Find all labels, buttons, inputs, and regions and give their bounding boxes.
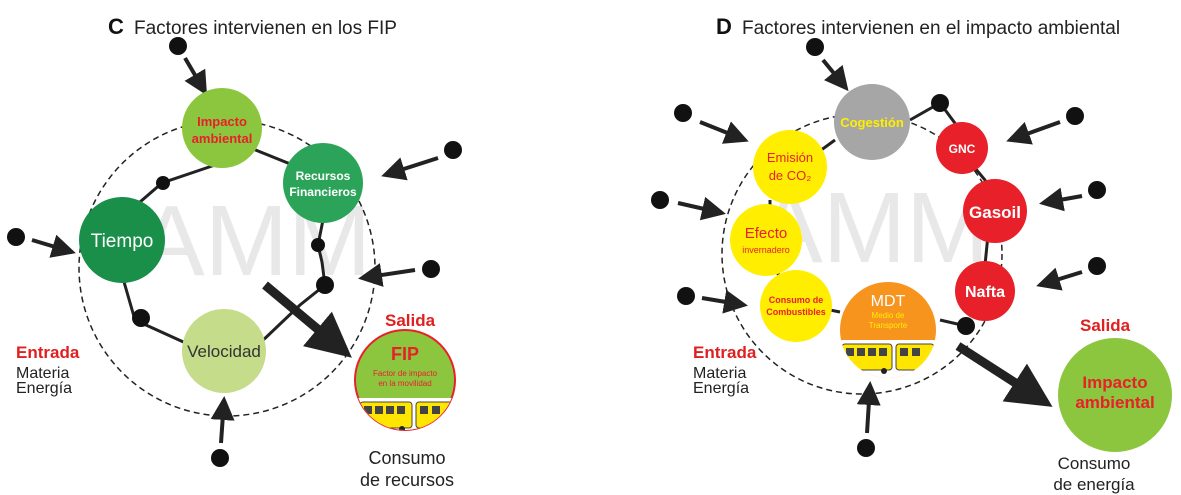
panel-d-letter: D (716, 14, 732, 39)
fip-title: FIP (391, 344, 419, 364)
svg-text:de CO₂: de CO₂ (769, 168, 812, 183)
svg-text:GNC: GNC (949, 142, 976, 156)
arrow-icon (1036, 267, 1083, 291)
svg-text:Consumo de: Consumo de (769, 295, 824, 305)
node-efecto-invernadero: Efecto invernadero (730, 204, 802, 276)
arrow-icon (1006, 120, 1061, 145)
node-nafta: Nafta (955, 261, 1015, 321)
svg-text:Factor de impacto: Factor de impacto (373, 369, 438, 378)
fip-output-node: FIP Factor de impacto en la movilidad (354, 329, 456, 431)
black-dot-icon (677, 287, 695, 305)
panel-c-letter: C (108, 14, 124, 39)
svg-text:Recursos: Recursos (296, 169, 351, 183)
node-tiempo: Tiempo (79, 197, 165, 283)
svg-text:Impacto: Impacto (197, 114, 247, 129)
bus-icon (359, 401, 453, 430)
input-arrows (7, 37, 462, 467)
svg-text:Transporte: Transporte (869, 321, 908, 330)
energia-label: Energía (16, 380, 72, 397)
black-dot-icon (1088, 257, 1106, 275)
node-gnc: GNC (936, 122, 988, 174)
black-dot-icon (211, 449, 229, 467)
entrada-label: Entrada (16, 343, 80, 362)
svg-text:en la movilidad: en la movilidad (378, 379, 431, 388)
black-dot-icon (1066, 107, 1084, 125)
entrada-label: Entrada (693, 343, 757, 362)
svg-text:Cogestión: Cogestión (840, 115, 904, 130)
consumo-label-line2: de energía (1053, 475, 1135, 494)
svg-text:Nafta: Nafta (965, 284, 1005, 301)
arrow-icon (821, 58, 849, 92)
node-consumo-combustibles: Consumo de Combustibles (760, 270, 832, 342)
arrow-icon (210, 396, 235, 444)
node-velocidad: Velocidad (182, 309, 266, 393)
junction-dots (132, 176, 334, 327)
node-emision-co2: Emisión de CO₂ (753, 130, 827, 204)
arrow-icon (31, 234, 76, 258)
input-arrows (651, 38, 1106, 457)
black-dot-icon (651, 191, 669, 209)
svg-text:Gasoil: Gasoil (969, 203, 1021, 222)
svg-text:Velocidad: Velocidad (187, 342, 261, 361)
black-dot-icon (169, 37, 187, 55)
svg-text:Emisión: Emisión (767, 150, 813, 165)
node-mdt: MDT Medio de Transporte (840, 282, 936, 378)
arrow-icon (183, 56, 208, 96)
process-boundary-circle (721, 113, 1003, 395)
output-arrow-icon (955, 342, 1053, 407)
output-label: Salida (1080, 316, 1131, 335)
junction-dots (931, 94, 975, 335)
materia-label: Materia (16, 365, 69, 382)
arrow-icon (699, 120, 749, 144)
black-dot-icon (806, 38, 824, 56)
panel-d: D Factores intervienen en el impacto amb… (651, 14, 1172, 494)
bus-icon (841, 343, 935, 374)
panel-d-title: Factores intervienen en el impacto ambie… (742, 18, 1120, 39)
panel-c-title: Factores intervienen en los FIP (134, 18, 397, 39)
svg-text:Efecto: Efecto (745, 225, 788, 242)
arrow-icon (381, 156, 439, 181)
materia-label: Materia (693, 365, 746, 382)
svg-text:MDT: MDT (871, 293, 906, 310)
black-dot-icon (422, 260, 440, 278)
black-dot-icon (857, 439, 875, 457)
node-impacto-ambiental: Impacto ambiental (182, 88, 262, 168)
svg-text:Financieros: Financieros (289, 185, 357, 199)
output-arrow-icon (262, 281, 352, 358)
arrow-icon (1039, 187, 1083, 212)
panel-c: C Factores intervienen en los FIP AMM (7, 14, 462, 490)
impacto-ambiental-output-node: Impacto ambiental (1058, 338, 1172, 452)
node-cogestion: Cogestión (834, 84, 910, 160)
svg-text:Tiempo: Tiempo (91, 231, 154, 252)
consumo-label-line2: de recursos (360, 470, 454, 490)
svg-text:Combustibles: Combustibles (766, 307, 826, 317)
svg-text:Medio de: Medio de (872, 311, 905, 320)
node-recursos-financieros: Recursos Financieros (283, 143, 363, 223)
arrow-icon (856, 381, 881, 434)
consumo-label-line1: Consumo (1058, 454, 1131, 473)
arrow-icon (358, 263, 416, 287)
arrow-icon (701, 289, 748, 314)
output-label: Salida (385, 311, 436, 330)
svg-text:ambiental: ambiental (192, 131, 253, 146)
node-gasoil: Gasoil (963, 179, 1027, 243)
svg-text:ambiental: ambiental (1075, 393, 1154, 412)
arrow-icon (677, 196, 726, 221)
black-dot-icon (7, 228, 25, 246)
black-dot-icon (674, 104, 692, 122)
svg-text:Impacto: Impacto (1082, 373, 1147, 392)
energia-label: Energía (693, 380, 749, 397)
svg-text:invernadero: invernadero (742, 245, 790, 255)
black-dot-icon (1088, 181, 1106, 199)
black-dot-icon (444, 141, 462, 159)
consumo-label-line1: Consumo (368, 448, 445, 468)
